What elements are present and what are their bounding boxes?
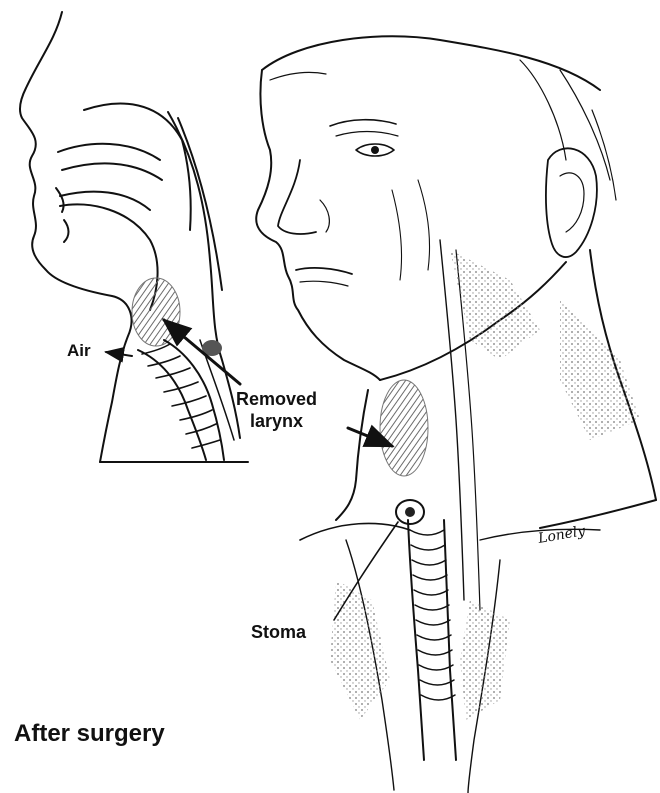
arrow-air xyxy=(106,352,132,356)
label-air: Air xyxy=(67,342,91,359)
trachea xyxy=(408,520,424,760)
shoulder xyxy=(540,500,656,528)
label-stoma: Stoma xyxy=(251,623,306,641)
face-outline xyxy=(256,70,380,380)
inset-larynx-region xyxy=(132,278,180,346)
label-removed-larynx: Removed larynx xyxy=(236,388,317,432)
nose xyxy=(278,160,316,234)
cross-section-inset xyxy=(20,12,248,462)
larynx-region xyxy=(380,380,428,476)
profile-outline xyxy=(20,12,132,462)
label-removed-line2: larynx xyxy=(236,410,317,432)
neck-front xyxy=(336,390,368,520)
label-removed-line1: Removed xyxy=(236,388,317,410)
mouth xyxy=(296,268,352,274)
arrow-to-inset-larynx xyxy=(164,320,240,384)
ear xyxy=(546,148,597,257)
hair-outline xyxy=(262,36,600,90)
caption-after-surgery: After surgery xyxy=(14,722,165,746)
